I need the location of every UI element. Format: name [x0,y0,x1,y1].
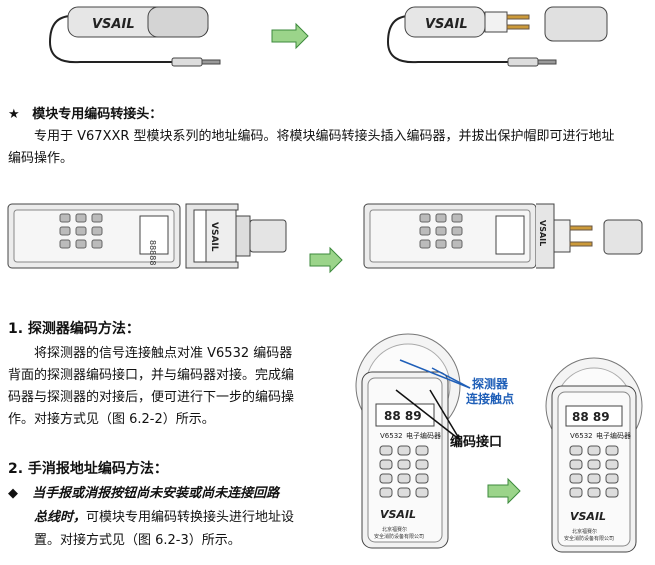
svg-text:VSAIL: VSAIL [380,508,416,521]
arrow-right-icon [271,22,309,50]
svg-text:VSAIL: VSAIL [209,222,219,252]
manual-text-line3: 置。对接方式见（图 6.2-3）所示。 [34,533,241,548]
svg-text:V6532: V6532 [380,432,403,440]
detector-text-line: 作。对接方式见（图 6.2-2）所示。 [8,412,215,427]
encoder-adapter-figure: 88888 VSAIL VSAIL [7,203,643,274]
svg-text:V6532: V6532 [570,432,593,440]
manual-section-heading: 2. 手消报地址编码方法： [8,461,168,477]
module-section-line2: 编码操作。 [8,151,74,166]
encoder-horizontal-right: VSAIL [363,203,643,269]
encoder-display-left: 88 89 [384,409,422,423]
svg-text:安全消防设备有限公司: 安全消防设备有限公司 [374,533,424,540]
detector-encoder-figure: 88 89 V6532 电子编码器 VSAIL 北京福赛尔 安全消防设备有限公司… [355,333,643,553]
detector-section-heading: 1. 探测器编码方法： [8,321,140,337]
svg-text:北京福赛尔: 北京福赛尔 [382,526,407,533]
svg-text:电子编码器: 电子编码器 [406,431,441,440]
svg-text:88888: 88888 [148,240,157,265]
svg-text:安全消防设备有限公司: 安全消防设备有限公司 [564,535,614,542]
manual-text-line2: 总线时，可模块专用编码转换接头进行地址设 [34,510,295,525]
contacts-label-2: 连接触点 [466,391,514,406]
detector-text-line: 将探测器的信号连接触点对准 V6532 编码器 [34,346,293,361]
module-section-heading: ★ 模块专用编码转接头： [8,107,163,122]
contacts-label: 探测器 [472,376,509,391]
svg-text:VSAIL: VSAIL [538,220,547,246]
adapter-figure-top: VSAIL VSAIL [48,6,608,67]
detector-with-encoder-left: 88 89 V6532 电子编码器 VSAIL 北京福赛尔 安全消防设备有限公司 [355,333,471,549]
detector-text-line: 背面的探测器编码接口，并与编码器对接。完成编 [8,368,295,383]
svg-text:VSAIL: VSAIL [570,510,606,523]
encoder-horizontal-left: 88888 [7,203,181,269]
svg-text:北京福赛尔: 北京福赛尔 [572,528,597,535]
adapter-without-cap: VSAIL [386,6,608,67]
port-label: 编码接口 [450,434,502,450]
adapter-with-cap: VSAIL [48,6,221,67]
diamond-bullet-icon: ◆ [8,486,18,501]
module-section-line1: 专用于 V67XXR 型模块系列的地址编码。将模块编码转接头插入编码器，并拔出保… [34,129,615,144]
svg-text:电子编码器: 电子编码器 [596,431,631,440]
manual-text-line1: ◆ 当手报或消报按钮尚未安装或尚未连接回路 [8,486,280,501]
arrow-right-icon [487,477,521,505]
svg-text:VSAIL: VSAIL [425,17,468,32]
arrow-right-icon [309,246,343,274]
star-icon: ★ [8,107,20,122]
u-adapter-left: VSAIL [185,203,287,269]
detector-with-encoder-right: 88 89 V6532 电子编码器 VSAIL 北京福赛尔 安全消防设备有限公司 [545,357,643,553]
detector-text-line: 码器与探测器的对接后，便可进行下一步的编码操 [8,390,295,405]
encoder-display-right: 88 89 [572,410,610,424]
brand-logo: VSAIL [92,17,135,32]
